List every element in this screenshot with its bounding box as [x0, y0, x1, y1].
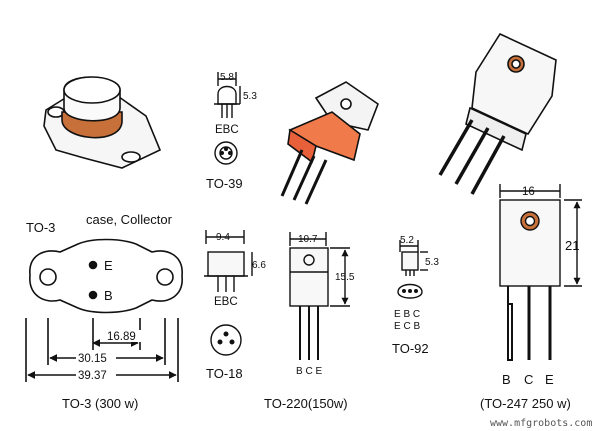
to92-dim-h: 5.3 — [425, 257, 439, 268]
to3-3d-illustration — [43, 76, 162, 169]
to247-pin-e: E — [545, 372, 554, 387]
to220-dim-w: 10.7 — [298, 234, 318, 245]
to247-drawing — [499, 184, 582, 361]
to39-title: TO-39 — [206, 176, 243, 191]
to39-drawing — [214, 72, 241, 165]
to92-pins-row2: E C B — [394, 321, 420, 332]
to220-caption: TO-220(150w) — [264, 396, 348, 411]
to18-drawing — [204, 230, 253, 356]
to3-dim-30-15: 30.15 — [78, 353, 107, 365]
to220-pins: B C E — [296, 366, 322, 377]
to3-dim-16-89-text: 16.89 — [107, 331, 136, 343]
case-collector-label: case, Collector — [86, 212, 173, 227]
to247-pin-b: B — [502, 372, 511, 387]
to3-pin-e-label: E — [104, 258, 113, 273]
to18-dim-w: 9.4 — [216, 232, 230, 243]
to220-3d-illustration — [280, 81, 379, 205]
to3-pin-b-dot — [88, 290, 98, 300]
to3-dim-39-37: 39.37 — [78, 370, 107, 382]
to39-dim-w: 5.8 — [220, 72, 234, 83]
to92-dim-w: 5.2 — [400, 235, 414, 246]
to247-3d-illustration — [438, 32, 557, 195]
to247-dim-w: 16 — [522, 186, 535, 198]
to92-drawing — [397, 240, 428, 299]
to247-pin-c: C — [524, 372, 533, 387]
to247-dim-h: 21 — [565, 238, 579, 253]
to3-pin-e-dot — [88, 260, 98, 270]
to18-dim-h: 6.6 — [252, 260, 266, 271]
to92-pins-row1: E B C — [394, 309, 420, 320]
to3-pin-b-label: B — [104, 288, 113, 303]
to92-title: TO-92 — [392, 341, 429, 356]
to18-pins: EBC — [214, 296, 238, 308]
to18-title: TO-18 — [206, 366, 243, 381]
to247-caption: (TO-247 250 w) — [480, 396, 571, 411]
to220-drawing — [289, 232, 350, 360]
to39-dim-h: 5.3 — [243, 91, 257, 102]
watermark: www.mfgrobots.com — [490, 418, 592, 429]
to39-pins: EBC — [215, 124, 239, 136]
to3-title: TO-3 — [26, 220, 55, 235]
to3-caption: TO-3 (300 w) — [62, 396, 138, 411]
to220-dim-h: 15.5 — [335, 272, 355, 283]
